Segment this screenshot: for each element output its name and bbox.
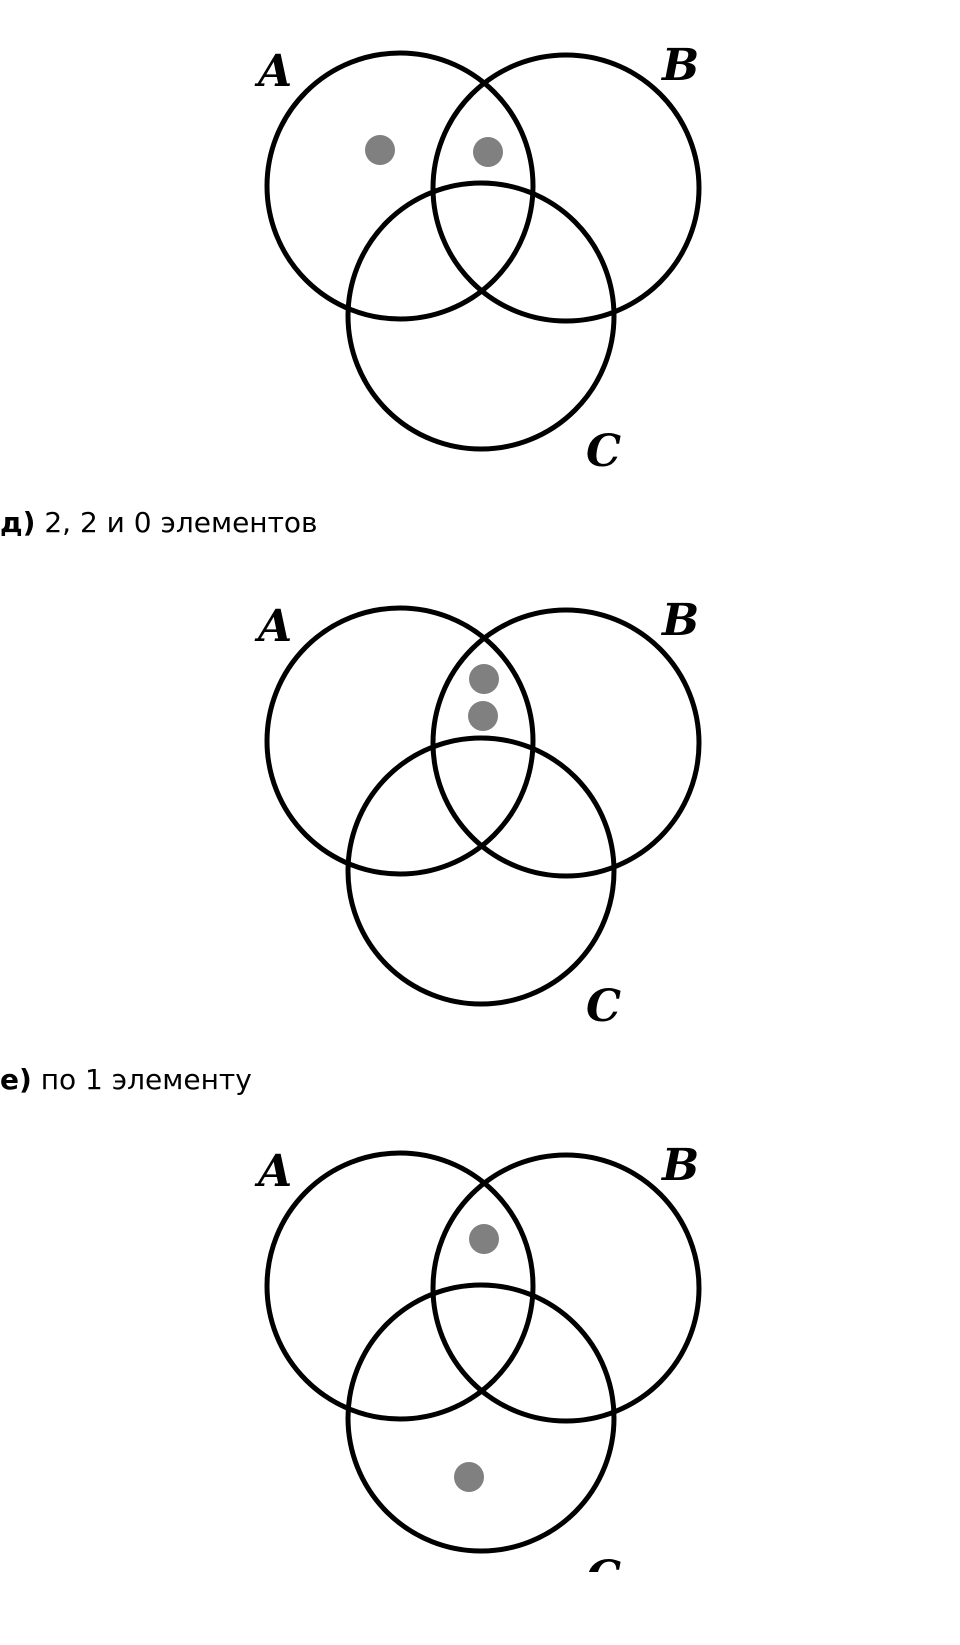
caption-e-letter: е) (0, 1063, 32, 1096)
caption-e-text: по 1 элементу (40, 1063, 252, 1096)
element-dot (469, 1224, 499, 1254)
element-dot (365, 135, 395, 165)
label-c: C (586, 1552, 621, 1572)
circle-b (430, 607, 702, 879)
circle-c (345, 735, 617, 1007)
caption-d-text: 2, 2 и 0 элементов (44, 506, 318, 539)
circle-a (264, 605, 536, 877)
venn-diagram-2: A B C (0, 555, 960, 1025)
circle-b (430, 52, 702, 324)
venn-svg-3: A B C (254, 1140, 702, 1572)
circle-c (345, 1282, 617, 1554)
venn-svg-2: A B C (254, 595, 702, 1025)
label-c: C (586, 981, 621, 1025)
label-b: B (660, 595, 699, 646)
caption-e: е) по 1 элементу (0, 1063, 252, 1096)
circle-a (264, 50, 536, 322)
label-a: A (254, 1146, 292, 1197)
label-c: C (586, 426, 621, 470)
label-b: B (660, 40, 699, 91)
label-a: A (254, 46, 292, 97)
circle-c (345, 180, 617, 452)
element-dot (473, 137, 503, 167)
label-b: B (660, 1140, 699, 1191)
element-dot (454, 1462, 484, 1492)
caption-d: д) 2, 2 и 0 элементов (0, 506, 318, 539)
venn-diagram-3: A B C (0, 1102, 960, 1572)
circle-b (430, 1152, 702, 1424)
caption-d-letter: д) (0, 506, 36, 539)
venn-diagram-1: A B C (0, 0, 960, 470)
circle-a (264, 1150, 536, 1422)
venn-svg-1: A B C (254, 40, 702, 470)
element-dot (468, 701, 498, 731)
label-a: A (254, 601, 292, 652)
element-dot (469, 664, 499, 694)
